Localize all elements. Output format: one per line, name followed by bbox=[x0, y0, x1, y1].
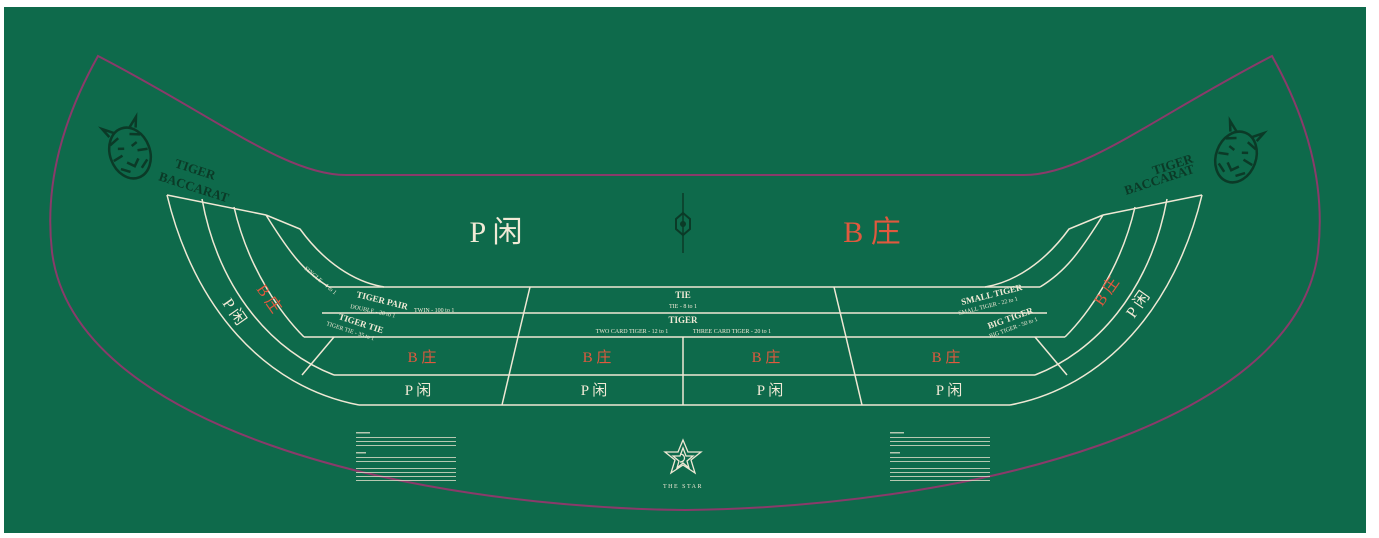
star-logo-icon bbox=[663, 438, 703, 475]
baccarat-table: TIGER BACCARAT TIGER BACCARAT P 闲 B 庄 bbox=[4, 7, 1366, 533]
payout-table-left bbox=[356, 432, 456, 481]
seat-3-player-bet[interactable]: P 闲 bbox=[757, 382, 784, 399]
seat-4-banker-bet[interactable]: B 庄 bbox=[932, 348, 961, 366]
seat-1-banker-bet[interactable]: B 庄 bbox=[408, 348, 437, 366]
tiger-two-card: TWO CARD TIGER - 12 to 1 bbox=[596, 329, 669, 335]
seat-4-player-bet[interactable]: P 闲 bbox=[936, 382, 963, 399]
tiger-pair-twin: TWIN - 100 to 1 bbox=[414, 308, 454, 314]
tiger-head-icon bbox=[98, 112, 153, 180]
seat-2-banker-bet[interactable]: B 庄 bbox=[583, 348, 612, 366]
payout-table-right bbox=[890, 432, 990, 481]
tiger-title[interactable]: TIGER bbox=[668, 315, 698, 325]
tie-payout: TIE - 8 to 1 bbox=[669, 304, 697, 310]
casino-name: THE STAR bbox=[663, 484, 703, 490]
tiger-three-card: THREE CARD TIGER - 20 to 1 bbox=[693, 329, 771, 335]
table-border bbox=[49, 54, 1321, 512]
seat-3-banker-bet[interactable]: B 庄 bbox=[752, 348, 781, 366]
main-player-bet[interactable]: P 闲 bbox=[469, 216, 522, 249]
seat-1-player-bet[interactable]: P 闲 bbox=[405, 382, 432, 399]
main-banker-bet[interactable]: B 庄 bbox=[843, 216, 901, 249]
tie-title[interactable]: TIE bbox=[675, 290, 691, 300]
betting-layout-lines bbox=[166, 194, 1203, 406]
emblem-icon bbox=[675, 211, 691, 237]
seat-2-player-bet[interactable]: P 闲 bbox=[581, 382, 608, 399]
tiger-head-icon bbox=[1213, 116, 1268, 184]
